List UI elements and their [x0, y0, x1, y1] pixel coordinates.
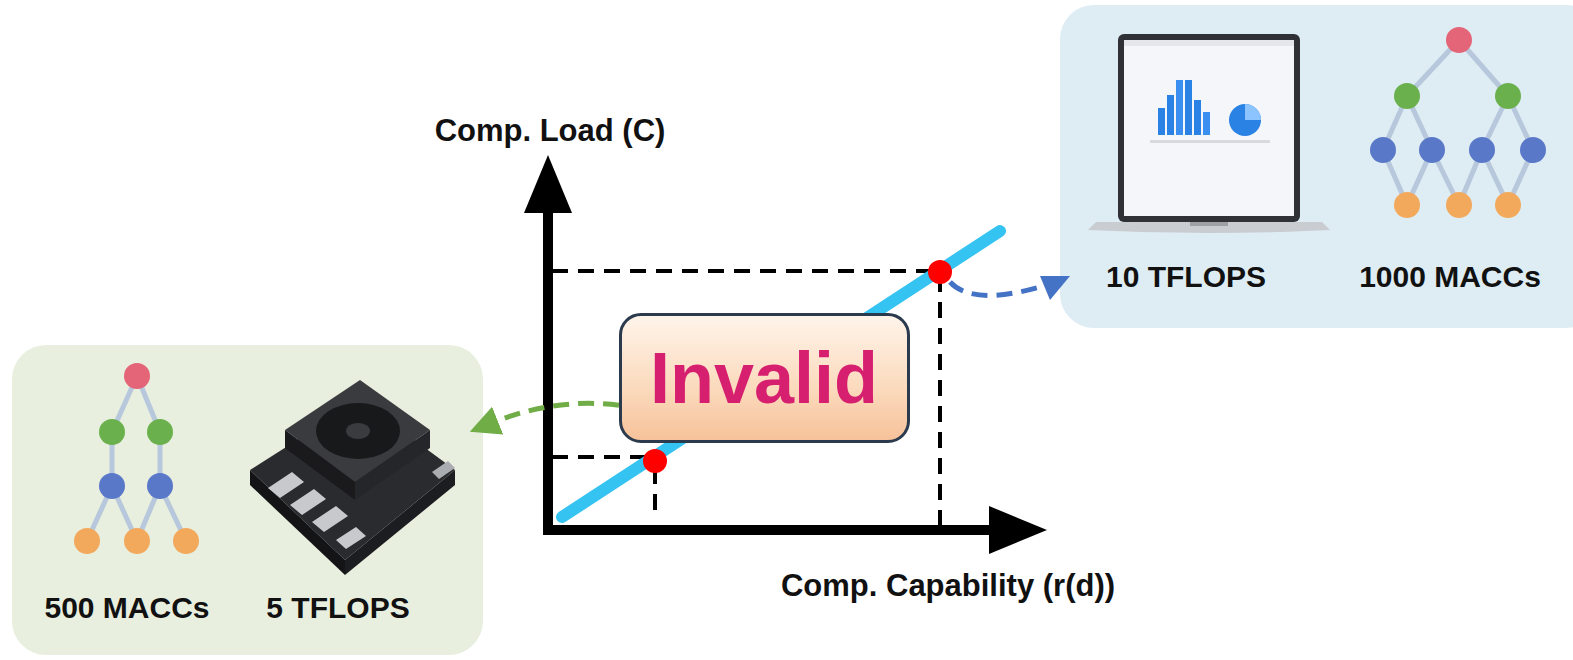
- axis-label: Comp. Load (C): [435, 113, 666, 149]
- spec-label: 5 TFLOPS: [266, 591, 409, 625]
- tree-illustration: [74, 363, 199, 554]
- laptop-illustration: [1088, 34, 1330, 233]
- spec-label: 500 MACCs: [44, 591, 209, 625]
- trend-line: [562, 231, 1000, 517]
- leader-arrow: [950, 282, 1040, 295]
- spec-label: 10 TFLOPS: [1106, 260, 1266, 294]
- axis-label: Comp. Capability (r(d)): [781, 568, 1115, 604]
- board-illustration: [250, 380, 455, 575]
- tree-illustration: [1370, 27, 1546, 218]
- point-dot: [643, 449, 667, 473]
- panel-ground: [1060, 5, 1573, 328]
- dashed-arrow: [493, 403, 619, 422]
- axes: [524, 155, 1047, 554]
- device-panel: 10 TFLOPS 1000 MACCs: [1060, 5, 1573, 328]
- status-text: Invalid: [650, 342, 907, 414]
- leader-head: [1040, 276, 1070, 300]
- panel-ground: [12, 345, 483, 655]
- status-box: Invalid: [619, 313, 910, 443]
- device-panel: 500 MACCs 5 TFLOPS: [12, 345, 483, 655]
- point-dot: [928, 260, 952, 284]
- spec-label: 1000 MACCs: [1359, 260, 1541, 294]
